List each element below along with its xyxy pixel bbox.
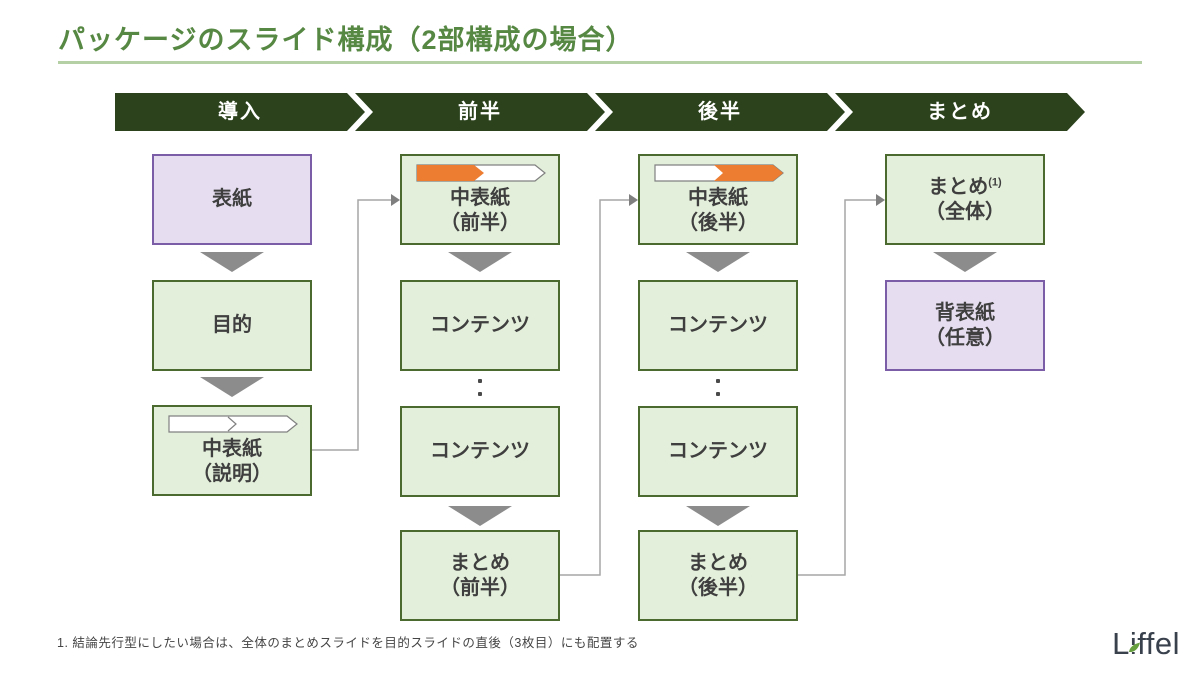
box-back-cover: 背表紙 （任意） xyxy=(885,280,1045,371)
page-title: パッケージのスライド構成（2部構成の場合） xyxy=(58,25,634,55)
box-label: 目的 xyxy=(212,314,252,336)
box-label: 中表紙 xyxy=(450,187,510,209)
flow-down-arrow-icon xyxy=(200,252,264,272)
flow-down-arrow-icon xyxy=(448,506,512,526)
box-label: （前半） xyxy=(440,576,520,599)
box-content: コンテンツ xyxy=(400,280,560,371)
box-label: （前半） xyxy=(440,212,520,234)
box-label: （後半） xyxy=(678,212,758,234)
box-summary-overall: まとめ(1) （全体） xyxy=(885,154,1045,245)
box-content: コンテンツ xyxy=(638,406,798,497)
title-underline xyxy=(58,61,1142,64)
continuation-dot xyxy=(716,379,720,383)
phase-bar-segment-first-half: 前半 xyxy=(355,93,605,131)
box-label-text: まとめ xyxy=(928,175,989,198)
box-label: 背表紙 xyxy=(935,301,995,324)
box-section-cover-intro: 中表紙 （説明） xyxy=(152,405,312,496)
box-section-cover-first-half: 中表紙 （前半） xyxy=(400,154,560,245)
box-label: 中表紙 xyxy=(688,187,748,209)
slide-progress-icon xyxy=(416,164,546,182)
continuation-dot xyxy=(478,379,482,383)
box-label: （全体） xyxy=(925,200,1005,223)
phase-label: まとめ xyxy=(927,101,993,123)
slide-progress-icon xyxy=(654,164,784,182)
box-cover: 表紙 xyxy=(152,154,312,245)
brand-logo-text: Liffel xyxy=(1112,626,1180,661)
phase-bar-segment-intro: 導入 xyxy=(115,93,365,131)
connector-arrowhead-icon xyxy=(876,194,885,206)
continuation-dot xyxy=(716,392,720,396)
box-label: コンテンツ xyxy=(668,440,768,462)
connector-arrowhead-icon xyxy=(629,194,638,206)
box-label: 中表紙 xyxy=(202,438,262,460)
flow-down-arrow-icon xyxy=(686,506,750,526)
box-summary-first-half: まとめ （前半） xyxy=(400,530,560,621)
phase-bar-segment-summary: まとめ xyxy=(835,93,1085,131)
box-section-cover-second-half: 中表紙 （後半） xyxy=(638,154,798,245)
box-label: （後半） xyxy=(678,576,758,599)
box-content: コンテンツ xyxy=(638,280,798,371)
footnote: 1. 結論先行型にしたい場合は、全体のまとめスライドを目的スライドの直後（3枚目… xyxy=(57,636,639,650)
phase-label: 導入 xyxy=(218,101,262,123)
box-label: （説明） xyxy=(192,463,272,485)
phase-bar-segment-second-half: 後半 xyxy=(595,93,845,131)
brand-logo: Liffel xyxy=(1112,626,1180,662)
box-label: コンテンツ xyxy=(430,314,530,336)
box-label: （任意） xyxy=(925,326,1005,349)
footnote-ref: (1) xyxy=(988,175,1002,188)
flow-down-arrow-icon xyxy=(448,252,512,272)
connector-line xyxy=(312,199,392,451)
box-label: まとめ(1) xyxy=(928,175,1001,200)
box-purpose: 目的 xyxy=(152,280,312,371)
connector-line xyxy=(798,199,877,576)
box-label: まとめ xyxy=(450,551,510,574)
box-label: 表紙 xyxy=(212,188,252,210)
flow-down-arrow-icon xyxy=(200,377,264,397)
box-content: コンテンツ xyxy=(400,406,560,497)
phase-label: 後半 xyxy=(698,101,742,123)
continuation-dot xyxy=(478,392,482,396)
phase-label: 前半 xyxy=(458,101,502,123)
box-label: コンテンツ xyxy=(430,440,530,462)
box-label: まとめ xyxy=(688,551,748,574)
leaf-icon xyxy=(1128,626,1142,652)
connector-line xyxy=(560,199,630,576)
box-label: コンテンツ xyxy=(668,314,768,336)
flow-down-arrow-icon xyxy=(686,252,750,272)
flow-down-arrow-icon xyxy=(933,252,997,272)
connector-arrowhead-icon xyxy=(391,194,400,206)
box-summary-second-half: まとめ （後半） xyxy=(638,530,798,621)
slide-progress-icon xyxy=(168,415,298,433)
